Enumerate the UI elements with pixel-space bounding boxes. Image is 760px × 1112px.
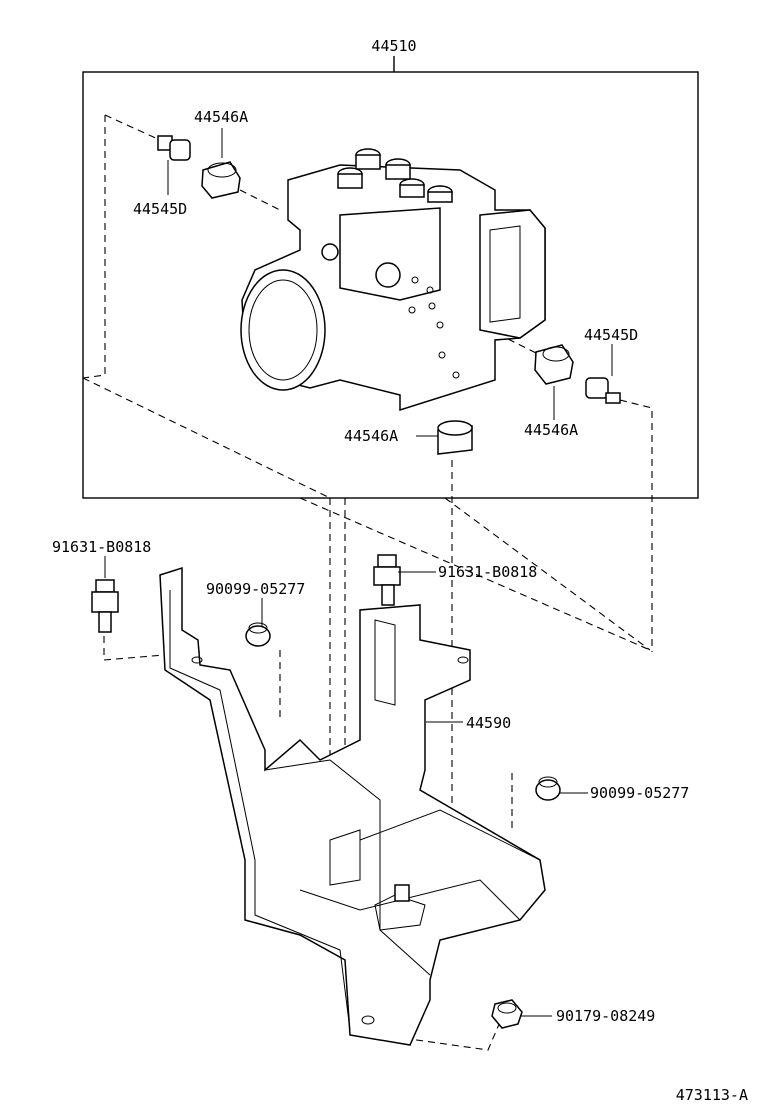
label-figure-id: 473113-A	[676, 1086, 748, 1104]
assembly-frame	[82, 71, 699, 499]
bolt-right	[585, 377, 621, 404]
label-cushion-right: 44546A	[524, 421, 578, 439]
grommet-right	[535, 776, 561, 801]
leader-lines	[104, 128, 613, 1017]
label-bolt-top: 44545D	[133, 200, 187, 218]
nut	[491, 999, 523, 1029]
cushion-top	[201, 161, 241, 199]
label-bolt-left-upper: 91631-B0818	[52, 538, 151, 556]
label-cushion-top: 44546A	[194, 108, 248, 126]
label-assembly: 44510	[371, 37, 416, 55]
grommet-left	[245, 622, 271, 647]
bolt-left-upper	[91, 579, 119, 633]
label-bolt-center: 91631-B0818	[438, 563, 537, 581]
cushion-bottom	[437, 420, 473, 455]
label-bracket: 44590	[466, 714, 511, 732]
label-nut: 90179-08249	[556, 1007, 655, 1025]
label-cushion-bottom: 44546A	[344, 427, 398, 445]
bolt-top	[157, 135, 191, 161]
label-bolt-right: 44545D	[584, 326, 638, 344]
abs-actuator	[240, 148, 546, 412]
bolt-center	[373, 554, 401, 606]
label-grommet-left: 90099-05277	[206, 580, 305, 598]
label-grommet-right: 90099-05277	[590, 784, 689, 802]
cushion-right	[534, 344, 574, 385]
bracket	[159, 566, 546, 1046]
